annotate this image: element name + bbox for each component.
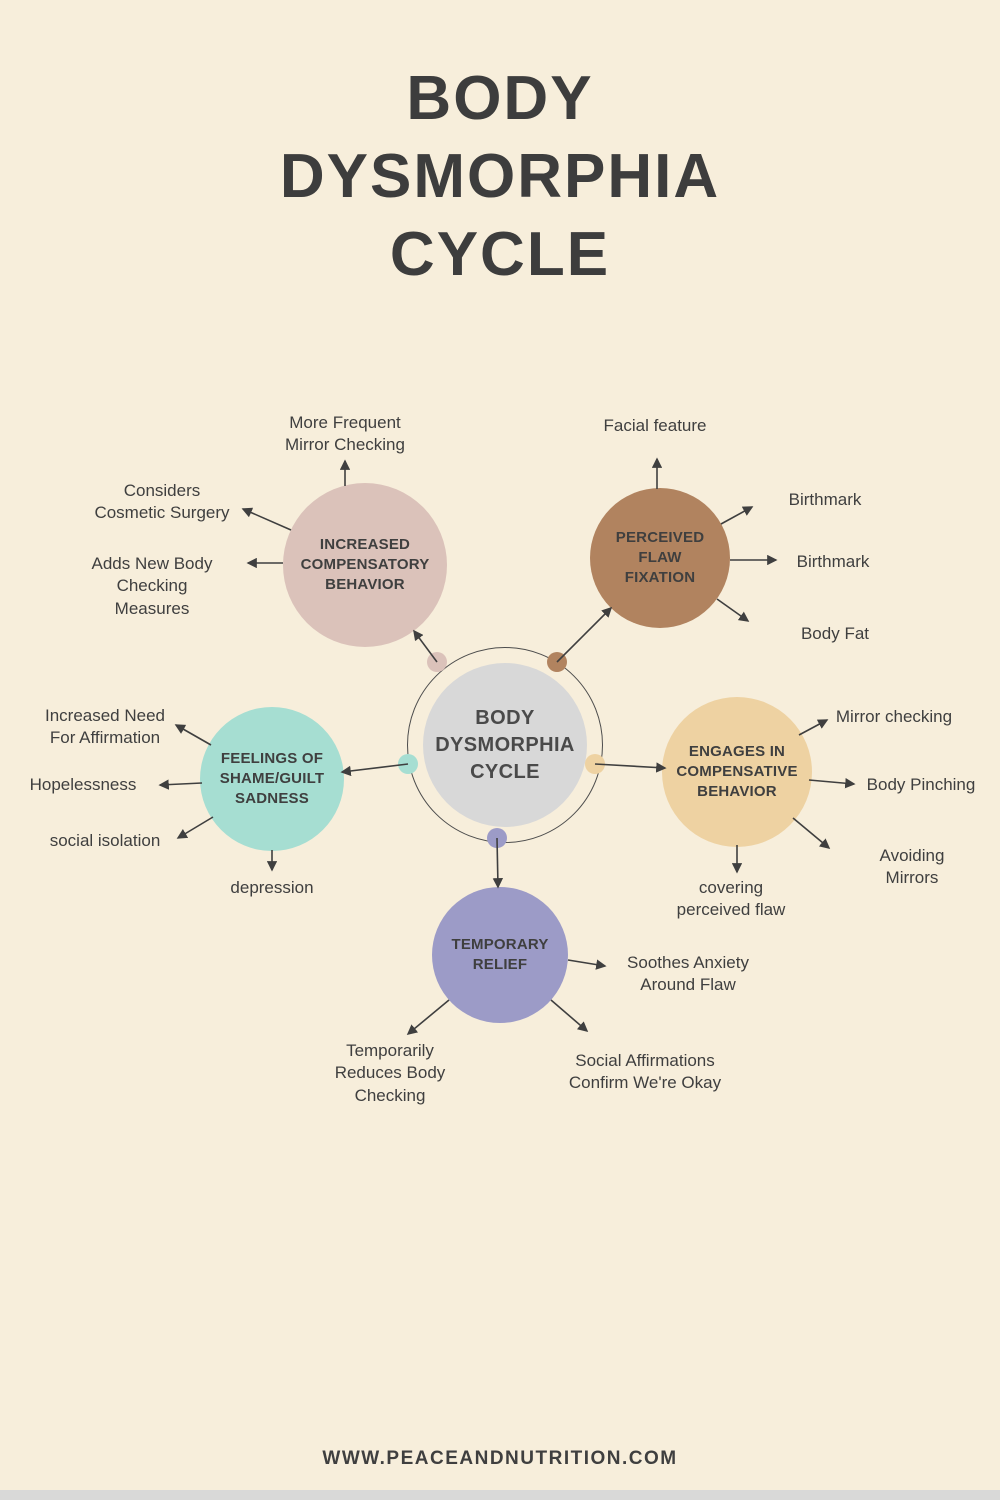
- node-perceived-flaw-fixation: PERCEIVED FLAW FIXATION: [590, 488, 730, 628]
- center-node: BODY DYSMORPHIA CYCLE: [423, 663, 587, 827]
- node-increased-compensatory-label: INCREASED COMPENSATORY BEHAVIOR: [300, 535, 430, 594]
- label-body-pinching: Body Pinching: [866, 775, 976, 794]
- center-node-label: BODY DYSMORPHIA CYCLE: [435, 706, 575, 783]
- label-birthmark-2: Birthmark: [796, 552, 870, 571]
- node-temporary-relief: TEMPORARY RELIEF: [432, 887, 568, 1023]
- label-facial-feature: Facial feature: [603, 416, 707, 435]
- label-depression: depression: [230, 878, 314, 897]
- label-soothes-anxiety-around-flaw: Soothes Anxiety Around Flaw: [627, 953, 749, 995]
- label-temporarily-reduces-body-checking: Temporarily Reduces Body Checking: [334, 1041, 446, 1105]
- footer-url: WWW.PEACEANDNUTRITION.COM: [322, 1448, 678, 1469]
- node-feelings-of-shame: FEELINGS OF SHAME/GUILT SADNESS: [200, 707, 344, 851]
- arrow-to-social-affirmations: [550, 999, 589, 1033]
- ring-dot-temporary-relief: [487, 828, 507, 848]
- label-body-fat: Body Fat: [800, 624, 870, 643]
- ring-dot-engages-compensative: [585, 754, 605, 774]
- label-hopelessness: Hopelessness: [29, 775, 137, 794]
- arrow-to-temporarily-reduces: [406, 999, 450, 1035]
- node-increased-compensatory-behavior: INCREASED COMPENSATORY BEHAVIOR: [283, 483, 447, 647]
- page-title: BODY DYSMORPHIA CYCLE: [279, 64, 721, 290]
- arrow-hub-to-engages-compensative: [594, 762, 667, 773]
- node-feelings-shame-label: FEELINGS OF SHAME/GUILT SADNESS: [219, 749, 325, 808]
- node-engages-compensative-label: ENGAGES IN COMPENSATIVE BEHAVIOR: [676, 742, 798, 801]
- node-engages-compensative-behavior: ENGAGES IN COMPENSATIVE BEHAVIOR: [662, 697, 812, 847]
- label-considers-cosmetic-surgery: Considers Cosmetic Surgery: [94, 481, 230, 523]
- label-increased-need-for-affirmation: Increased Need For Affirmation: [44, 706, 166, 748]
- arrow-to-avoiding-mirrors: [792, 817, 831, 849]
- node-perceived-flaw-label: PERCEIVED FLAW FIXATION: [615, 528, 705, 587]
- ring-dot-perceived-flaw: [547, 652, 567, 672]
- label-social-isolation: social isolation: [49, 831, 161, 850]
- label-adds-new-body-checking-measures: Adds New Body Checking Measures: [91, 554, 213, 618]
- label-avoiding-mirrors: Avoiding Mirrors: [879, 846, 945, 888]
- ring-dot-feelings-shame: [398, 754, 418, 774]
- arrow-to-body-fat: [716, 598, 750, 622]
- arrow-hub-to-perceived-flaw: [556, 606, 613, 663]
- label-birthmark-1: Birthmark: [788, 490, 862, 509]
- bottom-strip: [0, 1490, 1000, 1500]
- label-mirror-checking: Mirror checking: [835, 707, 953, 726]
- arrow-to-hopelessness: [158, 779, 203, 790]
- ring-dot-increased-compensatory: [427, 652, 447, 672]
- label-covering-perceived-flaw: covering perceived flaw: [676, 878, 786, 920]
- label-social-affirmations-confirm-okay: Social Affirmations Confirm We're Okay: [568, 1051, 722, 1093]
- node-temporary-relief-label: TEMPORARY RELIEF: [451, 935, 549, 973]
- label-more-frequent-mirror-checking: More Frequent Mirror Checking: [285, 413, 405, 455]
